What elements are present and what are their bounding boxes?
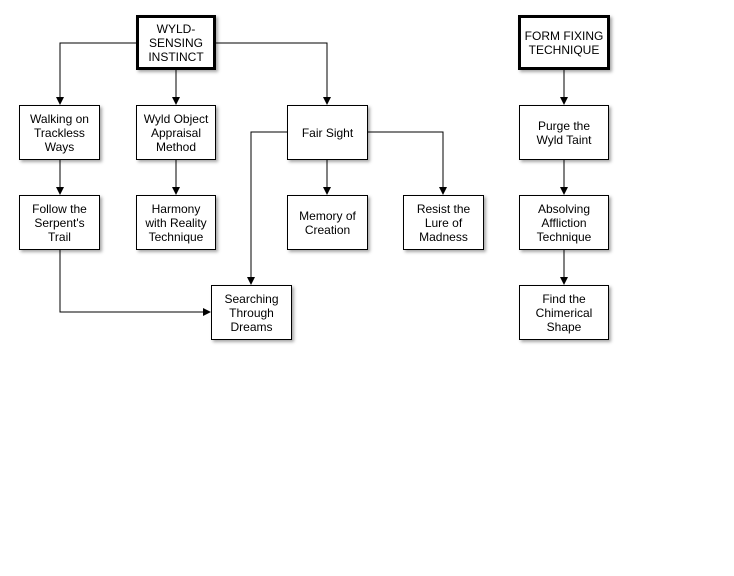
- node-walking-on-trackless-ways: Walking on Trackless Ways: [19, 105, 100, 160]
- node-follow-the-serpents-trail: Follow the Serpent's Trail: [19, 195, 100, 250]
- connector-wyld-to-fair-sight: [216, 42, 331, 105]
- node-resist-the-lure-of-madness: Resist the Lure of Madness: [403, 195, 484, 250]
- connector-fair-sight-to-searching: [247, 131, 287, 285]
- node-memory-of-creation: Memory of Creation: [287, 195, 368, 250]
- node-form-fixing-technique: FORM FIXING TECHNIQUE: [518, 15, 610, 70]
- connector-serpent-to-searching: [59, 250, 211, 316]
- node-fair-sight: Fair Sight: [287, 105, 368, 160]
- node-find-the-chimerical-shape: Find the Chimerical Shape: [519, 285, 609, 340]
- node-harmony-with-reality-technique: Harmony with Reality Technique: [136, 195, 216, 250]
- node-absolving-affliction-technique: Absolving Affliction Technique: [519, 195, 609, 250]
- node-wyld-object-appraisal-method: Wyld Object Appraisal Method: [136, 105, 216, 160]
- connector-wyld-to-walking: [56, 42, 136, 105]
- connector-fair-sight-to-resist: [368, 131, 447, 195]
- node-wyld-sensing-instinct: WYLD- SENSING INSTINCT: [136, 15, 216, 70]
- node-searching-through-dreams: Searching Through Dreams: [211, 285, 292, 340]
- node-purge-the-wyld-taint: Purge the Wyld Taint: [519, 105, 609, 160]
